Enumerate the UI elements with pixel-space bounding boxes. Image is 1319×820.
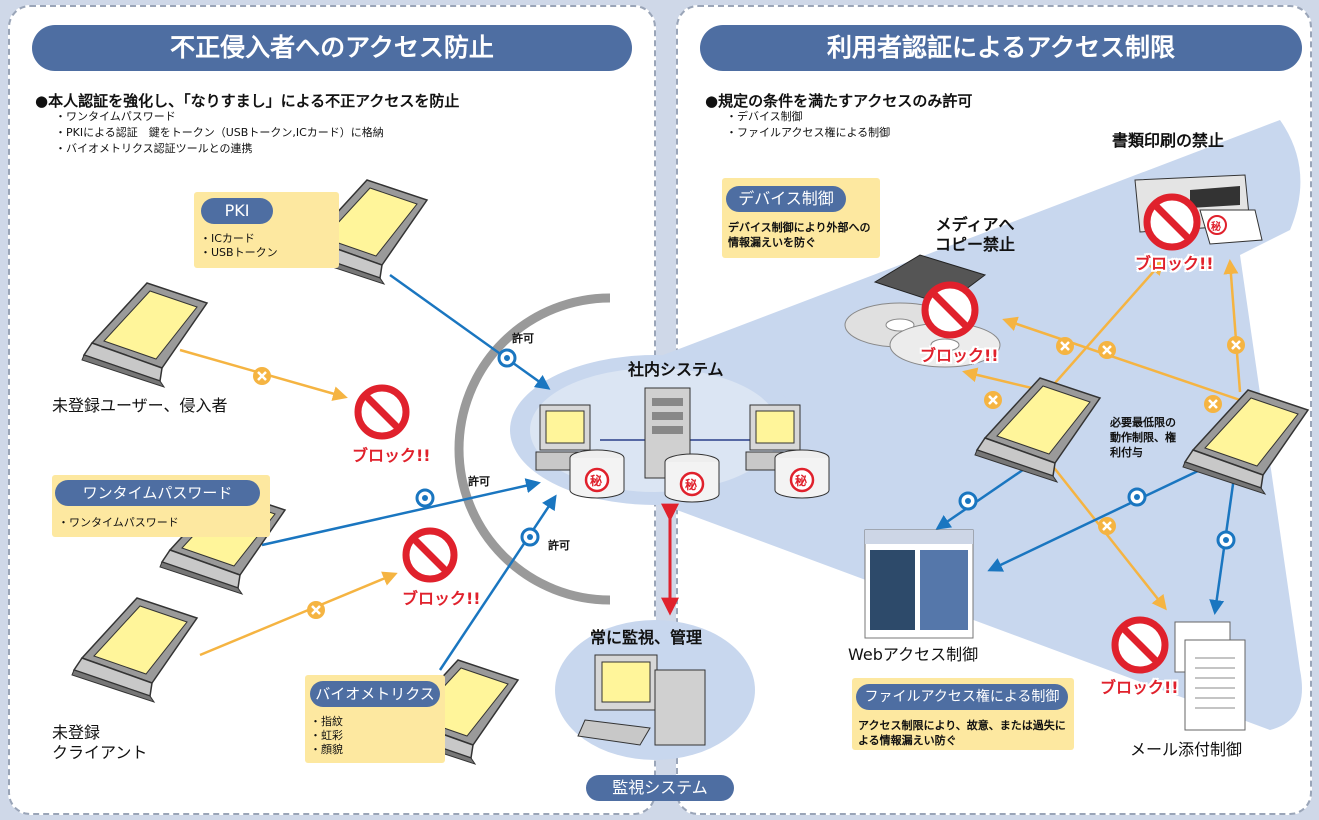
block-sign-mail [1111,616,1169,674]
left-sub-item: ・ワンタイムパスワード [55,110,176,123]
pki-label: PKI [201,198,273,224]
block-text-mail: ブロック!! [1100,678,1179,697]
bio-items: ・指紋 ・虹彩 ・顔貌 [310,715,343,757]
permit-label-2: 許可 [468,475,490,488]
left-sub-items: ・ワンタイムパスワード ・PKIによる認証 鍵をトークン（USBトークン,ICカ… [55,109,384,157]
block-text-client: ブロック!! [402,589,481,608]
left-title: 不正侵入者へのアクセス防止 [32,25,632,71]
bio-label: バイオメトリクス [310,681,440,707]
media-ban-line: メディアへ [935,215,1015,234]
pki-item: ・ICカード [200,232,255,245]
otp-item: ・ワンタイムパスワード [58,516,179,529]
min-rights-line: 動作制限、権 [1110,431,1176,444]
block-sign-client [402,527,458,583]
monitor-system-label: 監視システム [586,775,734,801]
unregistered-client-label: 未登録 クライアント [52,723,147,763]
block-sign-media [921,281,979,339]
block-text-intruder: ブロック!! [352,446,431,465]
unregistered-client-line: クライアント [52,743,148,762]
min-rights-line: 必要最低限の [1110,416,1176,429]
pki-item: ・USBトークン [200,246,278,259]
secret-mark-4: 秘 [1211,222,1221,233]
device-desc: デバイス制御により外部への情報漏えいを防ぐ [728,221,871,249]
monitor-pc [577,654,706,746]
left-heading: ●本人認証を強化し、「なりすまし」による不正アクセスを防止 [35,92,460,110]
permit-label-1: 許可 [512,332,534,345]
bio-item: ・指紋 [310,715,343,728]
right-sub-item: ・デバイス制御 [726,110,803,123]
right-heading: ●規定の条件を満たすアクセスのみ許可 [705,92,973,110]
bio-item: ・虹彩 [310,729,343,742]
min-rights-line: 利付与 [1110,446,1143,459]
print-ban-label: 書類印刷の禁止 [1112,131,1225,150]
web-control-label: Webアクセス制御 [848,645,979,664]
block-sign-intruder [354,384,410,440]
media-ban-label: メディアへ コピー禁止 [935,215,1015,255]
otp-items: ・ワンタイムパスワード [58,516,179,530]
mail-control-label: メール添付制御 [1130,740,1243,759]
block-text-print: ブロック!! [1135,254,1214,273]
unregistered-client-line: 未登録 [52,723,101,742]
device-label: デバイス制御 [726,186,846,212]
block-text-media: ブロック!! [920,346,999,365]
pki-items: ・ICカード ・USBトークン [200,232,278,260]
file-desc: アクセス制限により、故意、または過失による情報漏えい防ぐ [858,719,1066,747]
bio-item: ・顔貌 [310,743,343,756]
web-screenshot [864,529,974,639]
internal-system-label: 社内システム [628,360,724,379]
monitor-always-label: 常に監視、管理 [590,628,703,647]
right-title: 利用者認証によるアクセス制限 [700,25,1302,71]
secret-mark-3: 秘 [795,474,808,488]
left-sub-item: ・PKIによる認証 鍵をトークン（USBトークン,ICカード）に格納 [55,126,384,139]
laptop-intruder [81,282,208,388]
otp-label: ワンタイムパスワード [55,480,260,506]
left-sub-item: ・バイオメトリクス認証ツールとの連携 [55,142,253,155]
laptop-client [71,597,198,703]
right-sub-items: ・デバイス制御 ・ファイルアクセス権による制御 [726,109,890,141]
mail-docs [1174,621,1246,731]
min-rights-note: 必要最低限の 動作制限、権 利付与 [1110,415,1176,460]
media-ban-line: コピー禁止 [935,235,1016,254]
unregistered-user-label: 未登録ユーザー、侵入者 [52,396,228,415]
permit-label-3: 許可 [548,539,570,552]
right-sub-item: ・ファイルアクセス権による制御 [726,126,891,139]
secret-mark-2: 秘 [685,478,698,492]
block-sign-print [1143,193,1201,251]
file-label: ファイルアクセス権による制御 [856,684,1068,710]
secret-mark-1: 秘 [590,474,603,488]
